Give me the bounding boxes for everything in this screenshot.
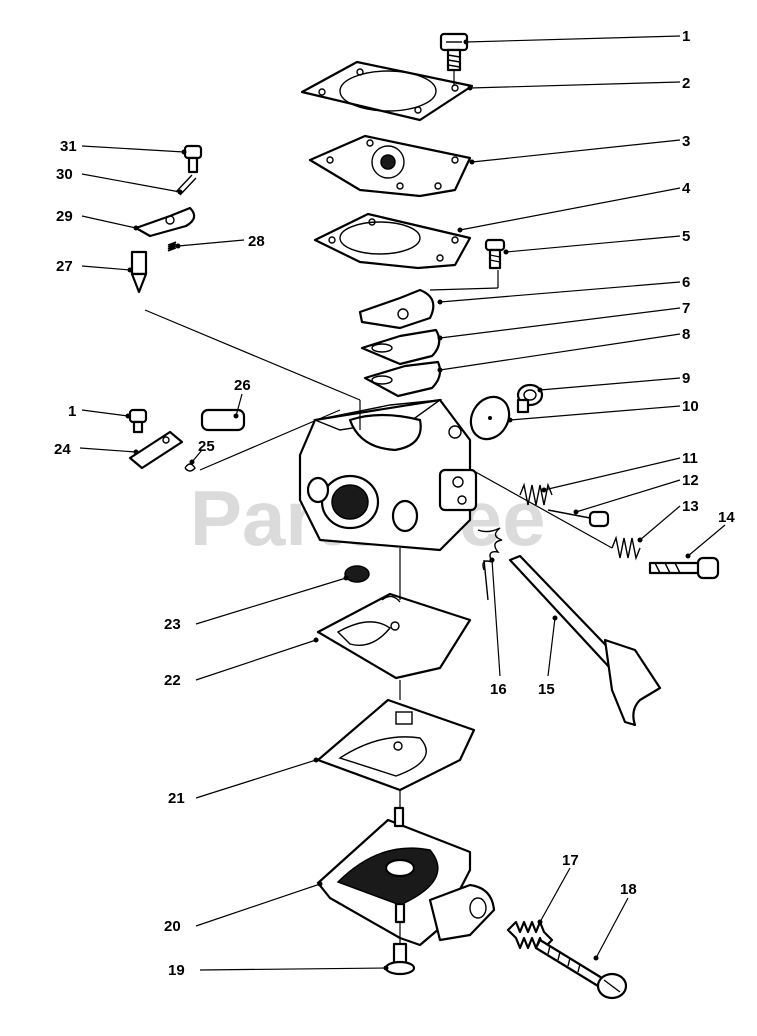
callout-4: 4 bbox=[682, 180, 691, 197]
callout-5: 5 bbox=[682, 228, 690, 245]
callout-11: 11 bbox=[682, 450, 698, 467]
callout-21: 21 bbox=[168, 790, 185, 807]
part-inlet-lever-29 bbox=[134, 206, 196, 238]
callout-3: 3 bbox=[682, 133, 690, 150]
callout-26: 26 bbox=[234, 377, 251, 394]
part-plate-8 bbox=[363, 360, 442, 398]
part-shaft-15 bbox=[508, 554, 662, 727]
callout-20: 20 bbox=[164, 918, 181, 935]
callout-23: 23 bbox=[164, 616, 181, 633]
callout-25: 25 bbox=[198, 438, 215, 455]
part-disc-10 bbox=[469, 395, 511, 441]
callout-30: 30 bbox=[56, 166, 73, 183]
callout-leaders bbox=[79, 35, 726, 971]
part-spring-17 bbox=[506, 920, 554, 950]
callout-8: 8 bbox=[682, 326, 690, 343]
callout-6: 6 bbox=[682, 274, 690, 291]
part-pump-cover bbox=[300, 60, 474, 122]
callout-24: 24 bbox=[54, 441, 71, 458]
callout-1-left: 1 bbox=[68, 403, 76, 420]
callout-22: 22 bbox=[164, 672, 181, 689]
part-screw-5 bbox=[484, 238, 506, 270]
part-clip-25 bbox=[184, 463, 196, 472]
callout-28: 28 bbox=[248, 233, 265, 250]
callout-13: 13 bbox=[682, 498, 699, 515]
part-pin-30 bbox=[175, 174, 197, 196]
assembly-guide-lines bbox=[144, 70, 613, 944]
part-screw-18 bbox=[534, 938, 628, 1000]
part-adjust-screw-14 bbox=[648, 556, 720, 580]
part-gasket-upper bbox=[313, 212, 472, 270]
callout-29: 29 bbox=[56, 208, 73, 225]
part-screw-19 bbox=[384, 942, 416, 976]
callout-18: 18 bbox=[620, 881, 637, 898]
part-screen-23 bbox=[344, 565, 370, 583]
part-metering-diaphragm-22 bbox=[316, 592, 472, 680]
part-plate-24 bbox=[128, 430, 184, 470]
part-screw-top bbox=[439, 32, 469, 72]
callout-27: 27 bbox=[56, 258, 73, 275]
callout-10: 10 bbox=[682, 398, 699, 415]
part-spring-13 bbox=[611, 535, 641, 561]
callout-19: 19 bbox=[168, 962, 185, 979]
callout-15: 15 bbox=[538, 681, 555, 698]
part-lever-6 bbox=[358, 288, 435, 330]
callout-1-top: 1 bbox=[682, 28, 690, 45]
callout-9: 9 bbox=[682, 370, 690, 387]
part-pump-diaphragm bbox=[308, 134, 472, 198]
part-needle-12 bbox=[547, 509, 610, 528]
callout-12: 12 bbox=[682, 472, 699, 489]
part-screw-1-left bbox=[128, 408, 148, 434]
callout-7: 7 bbox=[682, 300, 690, 317]
part-metering-cover-20 bbox=[316, 806, 496, 947]
part-gear-9 bbox=[516, 383, 544, 414]
callout-17: 17 bbox=[562, 852, 579, 869]
callout-14: 14 bbox=[718, 509, 735, 526]
part-needle-27 bbox=[130, 250, 148, 294]
part-carburetor-body bbox=[298, 398, 478, 552]
callout-31: 31 bbox=[60, 138, 77, 155]
callout-2: 2 bbox=[682, 75, 690, 92]
part-gasket-21 bbox=[316, 698, 476, 792]
part-screw-31 bbox=[183, 144, 203, 174]
part-fitting-26 bbox=[200, 408, 246, 432]
callout-labels: 1 2 3 4 5 6 7 8 9 10 11 12 13 14 15 16 1… bbox=[54, 28, 735, 979]
callout-16: 16 bbox=[490, 681, 507, 698]
part-plate-7 bbox=[360, 328, 441, 366]
part-spring-28 bbox=[167, 241, 177, 252]
